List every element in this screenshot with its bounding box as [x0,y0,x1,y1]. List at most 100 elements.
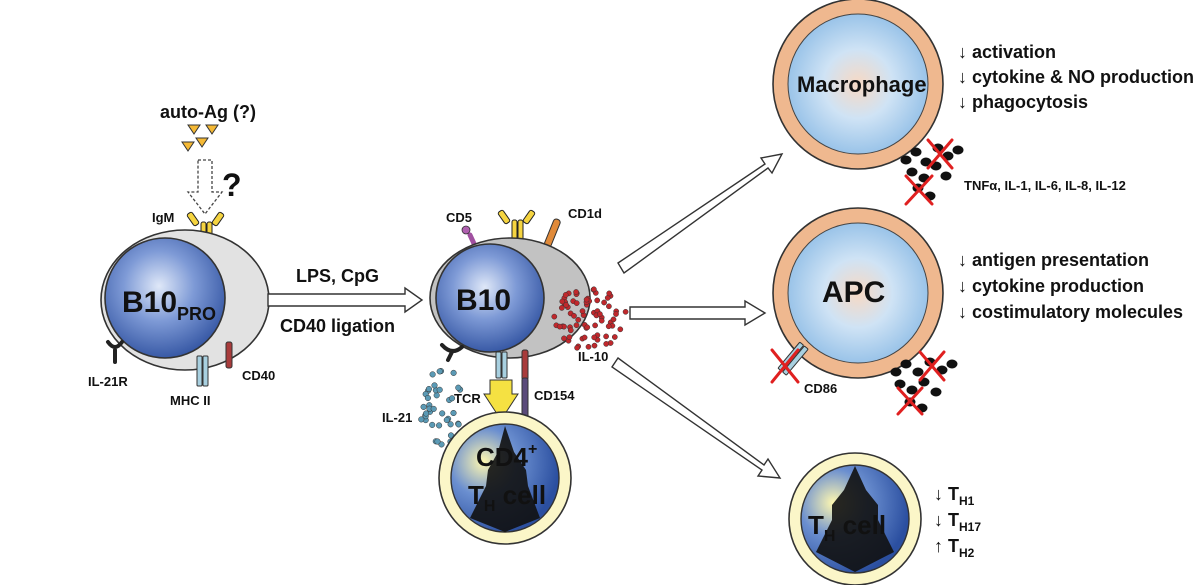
il10-dot [611,334,618,340]
il21-dot [424,394,431,402]
b10-cd40-receptor-icon [521,349,529,381]
apc-group: APC CD86 ↓ antigen presentation ↓ cytoki… [770,207,1183,416]
macrophage-effect-2: ↓ cytokine & NO production [958,67,1194,87]
il21-dot [429,371,436,378]
mhc-receptor-icon [196,355,209,387]
il10-dot [597,311,603,317]
il10-label: IL-10 [578,349,608,364]
il21r-receptor-icon [106,340,124,364]
il21-dot [450,369,457,376]
il10-dot [613,311,619,317]
triangle-icon [195,137,209,148]
antigen-icons [181,124,219,152]
x-cross-icon [904,174,934,206]
il21-secretion [418,368,464,448]
il21-dot [434,438,441,445]
arrow-to-th [611,357,782,479]
cytokine-blob [920,157,932,167]
cytokine-blob [952,145,964,155]
il21-dot [431,382,438,389]
il10-dot [591,286,597,293]
th-group: TH cell ↓ TH1 ↓ TH17 ↑ TH2 [788,452,981,585]
th-effect-3: ↑ TH2 [934,536,975,560]
cd40-label: CD40 [242,368,275,383]
b10pro-group: auto-Ag (?) ? IgM B10PRO IL-21R [88,102,275,408]
il21-dot [450,409,457,417]
cd4-line1: CD4+ [476,441,537,472]
il10-secretion [551,286,629,351]
il10-dot [561,335,567,342]
apc-effect-1: ↓ antigen presentation [958,250,1149,270]
b10-il21r-receptor-icon [440,343,464,362]
apc-effect-2: ↓ cytokine production [958,276,1144,296]
th-name: TH cell [808,510,886,545]
b10-nucleus [435,243,545,353]
il21-dot [436,368,443,375]
il21-dot [418,416,425,423]
hollow-arrow-icon [267,286,424,314]
cytokine-blob [912,367,924,377]
il10-dot [583,296,590,303]
il10-dot [594,297,601,304]
il10-dot [622,308,629,315]
il21-dot [455,421,462,428]
triangle-icon [181,141,195,152]
stimuli-group: LPS, CpG CD40 ligation [267,266,424,336]
cytokine-blob [900,155,912,165]
triangle-icon [187,124,201,135]
x-cross-icon [918,350,946,382]
il10-dot [574,344,580,351]
cd5-bead [461,225,471,235]
macrophage-group: Macrophage ↓ activation ↓ cytokine & NO … [772,0,1194,206]
x-cross-icon [770,348,800,384]
cd4-line2: TH cell [468,480,546,515]
stimuli-line2: CD40 ligation [280,316,395,336]
cd1d-label: CD1d [568,206,602,221]
x-cross-icon [896,386,924,416]
triangle-icon [205,124,219,135]
cytokine-blob [890,367,902,377]
il10-dot [591,334,598,341]
output-arrows [611,153,784,479]
il21-dot [429,421,436,428]
il10-dot [575,316,582,323]
cytokine-blob [906,385,918,395]
il21-dot [443,416,450,424]
il21-label: IL-21 [382,410,412,425]
dashed-arrow-icon [186,159,224,216]
il10-dot [566,334,573,341]
il10-dot [584,324,591,331]
il10-dot [551,313,558,320]
il10-dot [581,334,588,341]
macrophage-nucleus [787,13,929,155]
macrophage-name: Macrophage [797,72,927,97]
macrophage-effect-3: ↓ phagocytosis [958,92,1088,112]
cd40-receptor-icon [225,341,233,369]
il21r-label: IL-21R [88,374,128,389]
tcr-receptor-icon [483,379,519,421]
arrow-to-macrophage [617,153,784,275]
apc-name: APC [822,276,885,309]
b10-mhc-receptor-icon [495,351,508,379]
x-cross-icon [926,138,954,170]
tcr-label: TCR [454,391,481,406]
il10-dot [558,305,565,311]
il10-dot [592,322,598,329]
th-effect-1: ↓ TH1 [934,484,975,508]
apc-effect-3: ↓ costimulatory molecules [958,302,1183,322]
cytokine-blob [906,167,918,177]
il21-dot [447,421,454,428]
arrow-to-apc [629,299,767,327]
il10-dot [585,343,592,350]
cytokine-blob [940,171,952,181]
il21-dot [448,395,456,402]
il10-dot [573,300,580,306]
il10-dot [603,333,609,340]
il10-dot [573,289,579,295]
question-icon: ? [222,167,242,203]
il21-dot [420,403,427,410]
il10-dot [563,302,569,308]
th-chromatin [816,466,894,572]
stimuli-line1: LPS, CpG [296,266,379,286]
